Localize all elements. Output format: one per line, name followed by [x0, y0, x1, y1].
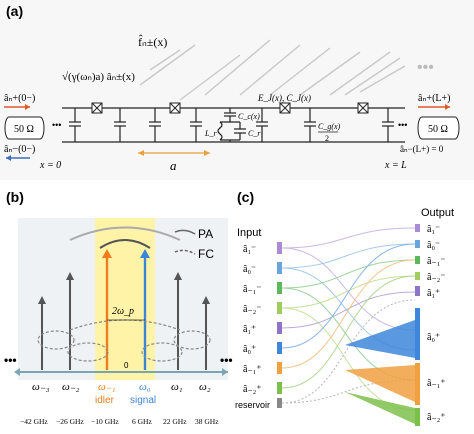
left-out-label: âₙ−(0−) — [4, 144, 35, 155]
shunt-capacitor-icons — [69, 108, 394, 142]
pa-arc-inner — [99, 239, 151, 249]
output-bars — [415, 224, 420, 426]
top-dots: ••• — [417, 59, 434, 76]
zero-label: 0 — [124, 361, 129, 370]
label-f-n: f̂ₙ±(x) — [138, 34, 167, 49]
two-omega-p-label: 2ω_p — [112, 306, 134, 317]
freq-label: −26 GHz — [56, 417, 84, 426]
right-port-body — [422, 116, 460, 140]
input-label: â₋₁⁻ — [243, 284, 261, 295]
panel-a: (a) ••• f̂ₙ±(x) √(γ(ωₙ)a) âₙ±(x) — [0, 0, 474, 180]
omega-label-idler: ω₋₁ — [98, 381, 116, 393]
label-cc: C_c(x) — [238, 112, 260, 121]
output-label: â₀⁻ — [427, 240, 440, 251]
input-labels: â₁⁻ â₀⁻ â₋₁⁻ â₋₂⁻ â₁⁺ â₀⁺ â₋₁⁺ â₋₂⁺ rese… — [235, 244, 270, 410]
freq-label: 22 GHz — [163, 417, 187, 426]
dots-right: ••• — [220, 353, 233, 367]
freq-label: −10 GHz — [91, 417, 119, 426]
right-in-arrowhead — [445, 104, 450, 110]
right-in-label: âₙ+(L+) — [418, 93, 450, 104]
freq-labels: −42 GHz −26 GHz −10 GHz 6 GHz 22 GHz 38 … — [20, 417, 219, 426]
input-label: â₁⁺ — [243, 324, 256, 335]
right-out-label: âₙ−(L+) = 0 — [400, 144, 444, 154]
output-labels: â₁⁻ â₀⁻ â₋₁⁻ â₋₂⁻ â₁⁺ â₀⁺ â₋₁⁺ â₋₂⁺ — [427, 224, 445, 423]
freq-label: 6 GHz — [132, 417, 152, 426]
omega-label: ω₋₂ — [62, 381, 80, 393]
resonator-icon — [217, 108, 246, 142]
freq-label: −42 GHz — [20, 417, 48, 426]
input-label: â₀⁻ — [243, 264, 256, 275]
left-out-arrowhead — [6, 155, 11, 161]
label-cg-den: 2 — [325, 134, 329, 143]
left-port-body — [9, 116, 45, 140]
output-title: Output — [421, 207, 454, 219]
freq-axis-arrow — [222, 368, 228, 376]
omega-label: ω₁ — [171, 381, 183, 393]
output-label: â₁⁺ — [427, 288, 440, 299]
panel-b: (b) PA FC 2ω_p ••• ••• 0 ω₋₃ ω₋₂ ω₋₁ ω₀ … — [4, 189, 233, 426]
label-x0: x = 0 — [39, 160, 61, 171]
pa-label: PA — [198, 227, 213, 241]
signal-label: signal — [130, 395, 156, 406]
output-label: â₋₂⁻ — [427, 272, 445, 283]
input-bars — [277, 242, 282, 408]
cell-arrow-right — [204, 150, 210, 156]
input-label: â₁⁻ — [243, 244, 256, 255]
fc-legend-icon — [174, 249, 196, 255]
freq-axis-arrow-left — [14, 368, 20, 376]
input-label: â₀⁺ — [243, 344, 256, 355]
frequency-arrows — [38, 249, 210, 370]
panel-c: (c) Input Output â₁⁻ â₀⁻ â₋₁⁻ â₋₂⁻ â₁⁺ â… — [235, 189, 454, 426]
label-cr: C_r — [248, 129, 261, 138]
output-label: â₁⁻ — [427, 224, 440, 235]
input-label: â₋₂⁺ — [243, 384, 261, 395]
output-label: â₀⁺ — [427, 332, 440, 343]
fc-label: FC — [198, 247, 214, 261]
input-label: â₋₁⁺ — [243, 364, 261, 375]
panel-a-tag: (a) — [6, 3, 23, 19]
right-resistor: 50 Ω — [428, 124, 448, 135]
output-label: â₋₁⁻ — [427, 256, 445, 267]
label-cell-a: a — [170, 158, 177, 173]
left-resistor: 50 Ω — [14, 124, 34, 135]
input-title: Input — [237, 227, 261, 239]
output-label: â₋₁⁺ — [427, 378, 445, 389]
idler-label: idler — [95, 395, 115, 406]
label-ej-cj: E_J(x), C_J(x) — [257, 93, 311, 103]
label-xL: x = L — [384, 160, 407, 171]
input-label: â₋₂⁻ — [243, 304, 261, 315]
omega-label-signal: ω₀ — [139, 381, 151, 393]
sankey-flows — [281, 227, 416, 411]
freq-label: 38 GHz — [195, 417, 219, 426]
left-in-label: âₙ+(0−) — [4, 93, 35, 104]
label-lr: L_r — [204, 129, 217, 138]
fc-loops — [37, 319, 211, 362]
pa-legend-icon — [174, 229, 196, 235]
pa-arc-outer — [69, 226, 181, 241]
panel-b-tag: (b) — [6, 189, 24, 205]
label-cg: C_g(x) — [318, 122, 341, 131]
panel-c-tag: (c) — [237, 189, 254, 205]
panel-a-background — [0, 0, 474, 180]
cell-arrow-left — [138, 150, 144, 156]
signal-fan — [345, 320, 415, 358]
idler-fan — [345, 365, 415, 402]
rail-dots-right: ••• — [398, 120, 407, 130]
output-label: â₋₂⁺ — [427, 412, 445, 423]
label-gamma-a: √(γ(ωₙ)a) âₙ±(x) — [62, 71, 135, 83]
input-label-reservoir: reservoir — [235, 400, 270, 410]
dots-left: ••• — [4, 353, 17, 367]
rail-dots-left: ••• — [52, 120, 61, 130]
green-fan — [345, 392, 415, 424]
left-in-arrowhead — [25, 104, 30, 110]
coupling-lines — [139, 39, 406, 101]
junction-icon — [91, 102, 369, 114]
omega-label: ω₋₃ — [32, 381, 50, 393]
omega-label: ω₂ — [199, 381, 211, 393]
